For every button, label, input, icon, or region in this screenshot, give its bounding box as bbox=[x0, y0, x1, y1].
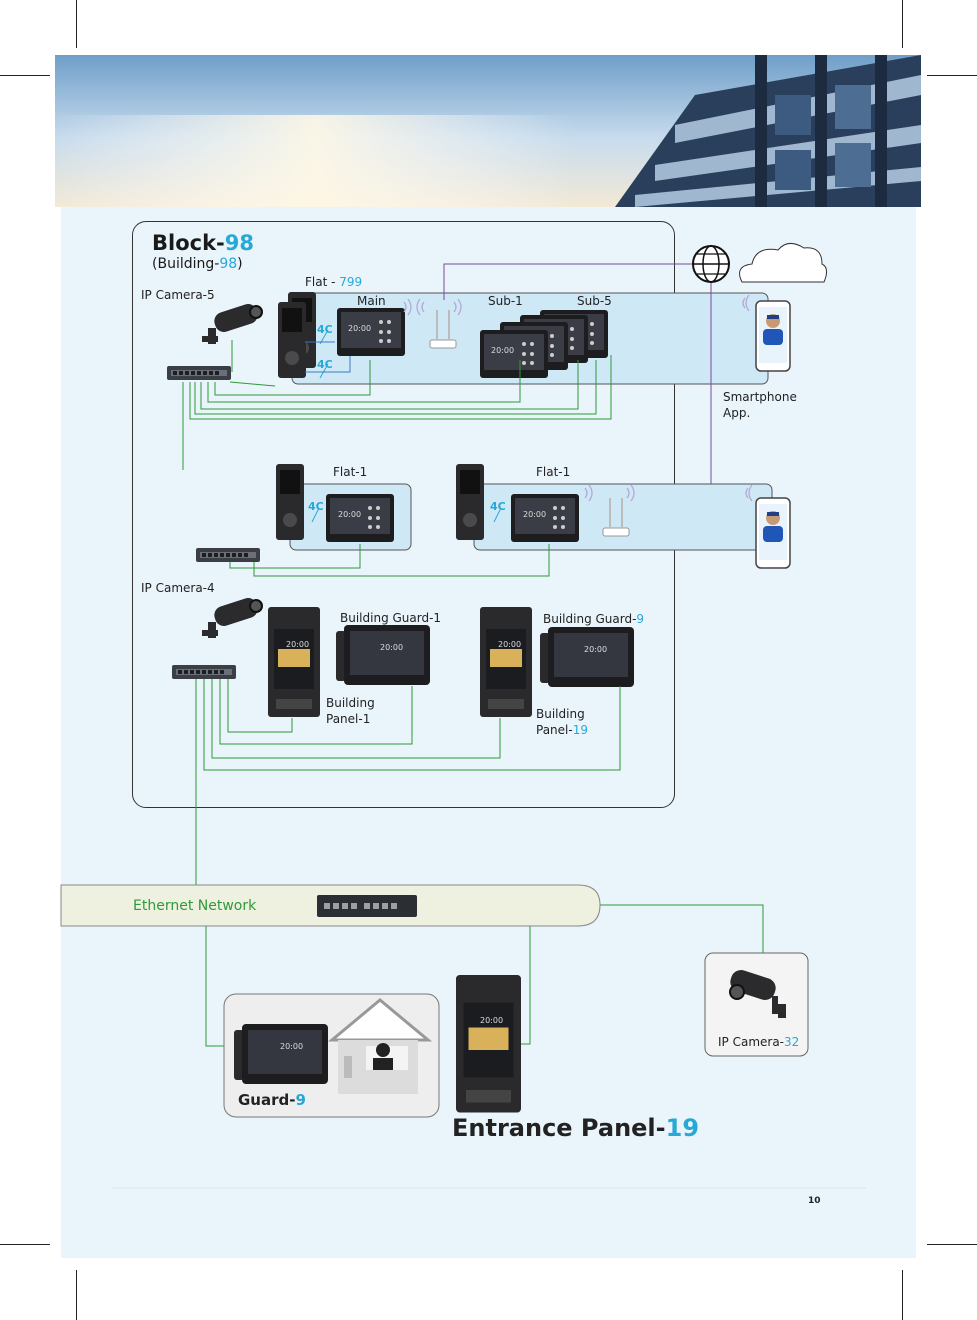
crop-mark bbox=[902, 0, 903, 48]
ip-camera-32-text: IP Camera- bbox=[718, 1035, 785, 1049]
block-title: Block-98 bbox=[152, 231, 254, 255]
building-panel-1-line2: Panel-1 bbox=[326, 712, 371, 726]
building-subtitle-number: 98 bbox=[219, 256, 238, 272]
network-switch-icon bbox=[317, 895, 417, 917]
screen-time: 20:00 bbox=[348, 324, 372, 333]
entrance-panel-text: Entrance Panel- bbox=[452, 1114, 666, 1142]
building-panel-19-line1: Building bbox=[536, 707, 585, 721]
ip-camera-5-label: IP Camera-5 bbox=[141, 288, 215, 302]
screen-time: 20:00 bbox=[491, 346, 515, 355]
flat-number: 799 bbox=[339, 275, 363, 289]
cloud-icon bbox=[739, 243, 828, 283]
entrance-panel-number: 19 bbox=[665, 1114, 700, 1142]
crop-mark bbox=[0, 1244, 50, 1245]
screen-time: 20:00 bbox=[338, 510, 362, 519]
building-panel-19-text: Panel- bbox=[536, 723, 573, 737]
screen-time: 20:00 bbox=[523, 510, 547, 519]
ip-camera-32-label: IP Camera-32 bbox=[718, 1035, 799, 1049]
building-guard-9-label: Building Guard-9 bbox=[543, 612, 644, 626]
guard-house-icon bbox=[327, 998, 433, 1094]
building-panel-19-line2: Panel-19 bbox=[536, 723, 588, 737]
crop-mark bbox=[902, 1270, 903, 1320]
ip-camera-4-label: IP Camera-4 bbox=[141, 581, 215, 595]
crop-mark bbox=[927, 75, 977, 76]
block-title-number: 98 bbox=[224, 231, 254, 255]
screen-time: 20:00 bbox=[280, 1042, 304, 1051]
four-c-label: 4C bbox=[317, 323, 333, 336]
guard-9-number: 9 bbox=[295, 1091, 306, 1109]
crop-mark bbox=[76, 1270, 77, 1320]
smartphone-label-line1: Smartphone bbox=[723, 390, 797, 404]
crop-mark bbox=[0, 75, 50, 76]
building-guard-9-number: 9 bbox=[636, 612, 645, 626]
ip-camera-32-icon bbox=[729, 970, 786, 1018]
flat-1-left-label: Flat-1 bbox=[333, 465, 368, 479]
building-banner-image bbox=[55, 55, 921, 207]
ip-camera-32-number: 32 bbox=[784, 1035, 800, 1049]
building-subtitle: (Building-98) bbox=[152, 256, 243, 272]
smartphone-app-label: Smartphone App. bbox=[723, 390, 797, 420]
block-title-text: Block- bbox=[152, 231, 225, 255]
building-subtitle-close: ) bbox=[237, 256, 243, 272]
four-c-label: 4C bbox=[308, 500, 324, 513]
building-guard-1-label: Building Guard-1 bbox=[340, 611, 442, 625]
guard-9-text: Guard- bbox=[238, 1091, 296, 1109]
four-c-label: 4C bbox=[490, 500, 506, 513]
building-panel-19-number: 19 bbox=[572, 723, 588, 737]
guard-9-label: Guard-9 bbox=[238, 1091, 306, 1109]
smartphone-label-line2: App. bbox=[723, 406, 751, 420]
screen-time: 20:00 bbox=[480, 1016, 504, 1025]
building-subtitle-text: (Building- bbox=[152, 256, 220, 272]
screen-time: 20:00 bbox=[380, 643, 404, 652]
screen-time: 20:00 bbox=[286, 640, 310, 649]
four-c-label: 4C bbox=[317, 358, 333, 371]
page-number: 10 bbox=[808, 1196, 821, 1206]
internet-globe-icon bbox=[692, 245, 730, 283]
building-panel-1-line1: Building bbox=[326, 696, 375, 710]
flat-1-right-label: Flat-1 bbox=[536, 465, 571, 479]
screen-time: 20:00 bbox=[498, 640, 522, 649]
flat-799-label: Flat - 799 bbox=[305, 275, 362, 289]
screen-time: 20:00 bbox=[584, 645, 608, 654]
building-panel-19-label: Building Panel-19 bbox=[536, 707, 588, 737]
main-monitor-label: Main bbox=[357, 294, 386, 308]
sub-1-monitor-label: Sub-1 bbox=[488, 294, 523, 308]
building-panel-1-label: Building Panel-1 bbox=[326, 696, 375, 726]
sub-5-monitor-label: Sub-5 bbox=[577, 294, 612, 308]
flat-label-text: Flat - bbox=[305, 275, 340, 289]
building-guard-9-text: Building Guard- bbox=[543, 612, 637, 626]
crop-mark bbox=[927, 1244, 977, 1245]
ethernet-network-label: Ethernet Network bbox=[133, 898, 257, 914]
entrance-panel-19-label: Entrance Panel-19 bbox=[452, 1114, 699, 1142]
crop-mark bbox=[76, 0, 77, 48]
